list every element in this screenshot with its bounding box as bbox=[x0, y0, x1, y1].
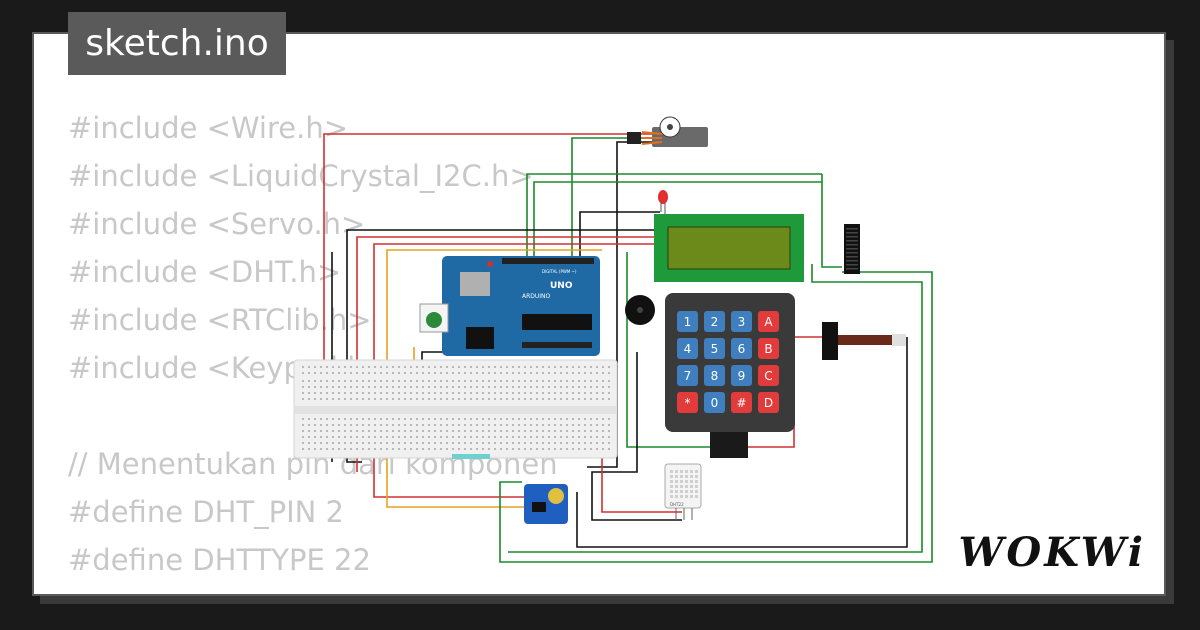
code-line: #define SERVO_PIN 9 bbox=[68, 584, 558, 594]
keypad-key-label: 9 bbox=[738, 369, 746, 383]
dht-label: DHT22 bbox=[670, 502, 684, 507]
keypad-key-label: * bbox=[685, 396, 691, 410]
keypad-key-label: B bbox=[764, 342, 772, 356]
code-line: #include <Servo.h> bbox=[68, 207, 366, 241]
keypad-key bbox=[704, 392, 725, 413]
code-line: #include <LiquidCrystal_I2C.h> bbox=[68, 159, 534, 193]
keypad-key bbox=[731, 311, 752, 332]
preview-card: #include <Wire.h> #include <LiquidCrysta… bbox=[32, 32, 1166, 596]
code-line: #include <RTClib.h> bbox=[68, 303, 372, 337]
keypad-key-label: 5 bbox=[711, 342, 719, 356]
keypad-key bbox=[704, 338, 725, 359]
keypad-key-label: # bbox=[736, 396, 746, 410]
buzzer bbox=[625, 295, 655, 325]
keypad-key bbox=[704, 365, 725, 386]
code-line: #define DHTTYPE 22 bbox=[68, 543, 371, 577]
keypad-key-label: 7 bbox=[684, 369, 692, 383]
keypad-key-label: 6 bbox=[738, 342, 746, 356]
keypad-key bbox=[677, 392, 698, 413]
keypad-key-label: 2 bbox=[711, 315, 719, 329]
keypad-key bbox=[731, 365, 752, 386]
dht22-sensor: DHT22 bbox=[664, 463, 702, 520]
file-tab[interactable]: sketch.ino bbox=[68, 12, 286, 75]
code-line: #define DHT_PIN 2 bbox=[68, 495, 345, 529]
lcd-display bbox=[654, 214, 804, 282]
keypad-key bbox=[677, 338, 698, 359]
keypad-key bbox=[731, 392, 752, 413]
keypad-key-label: 8 bbox=[711, 369, 719, 383]
keypad-key-label: 1 bbox=[684, 315, 692, 329]
keypad-key-label: D bbox=[764, 396, 773, 410]
keypad-key-label: 3 bbox=[738, 315, 746, 329]
keypad-key bbox=[758, 338, 779, 359]
servo-motor bbox=[627, 116, 708, 147]
keypad-key-label: 4 bbox=[684, 342, 692, 356]
keypad-key bbox=[758, 365, 779, 386]
arduino-header-label: DIGITAL (PWM ~) bbox=[542, 269, 577, 274]
keypad: 1 2 3 A 4 5 6 B 7 8 9 C * 0 # D bbox=[665, 293, 795, 458]
arduino-uno: UNO ARDUINO DIGITAL (PWM ~) bbox=[442, 256, 600, 356]
keypad-key-label: A bbox=[764, 315, 773, 329]
red-led bbox=[658, 190, 668, 214]
keypad-key-label: C bbox=[764, 369, 772, 383]
keypad-key bbox=[677, 365, 698, 386]
keypad-key bbox=[731, 338, 752, 359]
breadboard bbox=[293, 359, 618, 459]
rtc-chip bbox=[844, 224, 860, 274]
arduino-model: UNO bbox=[550, 281, 573, 291]
potentiometer bbox=[822, 322, 906, 360]
keypad-key bbox=[758, 311, 779, 332]
arduino-brand: ARDUINO bbox=[522, 293, 551, 300]
code-line: #include <DHT.h> bbox=[68, 255, 342, 289]
wires bbox=[311, 133, 933, 563]
code-preview: #include <Wire.h> #include <LiquidCrysta… bbox=[68, 104, 558, 594]
keypad-key-label: 0 bbox=[711, 396, 719, 410]
keypad-key bbox=[758, 392, 779, 413]
circuit-diagram: UNO ARDUINO DIGITAL (PWM ~) 1 2 3 A 4 5 6 B 7 8 9 C… bbox=[293, 116, 933, 563]
keypad-key bbox=[704, 311, 725, 332]
keypad-key bbox=[677, 311, 698, 332]
wokwi-logo: WOKWi bbox=[958, 529, 1146, 576]
push-button bbox=[419, 303, 449, 333]
rtc-module bbox=[524, 484, 568, 524]
code-line: #include <Wire.h> bbox=[68, 111, 349, 145]
